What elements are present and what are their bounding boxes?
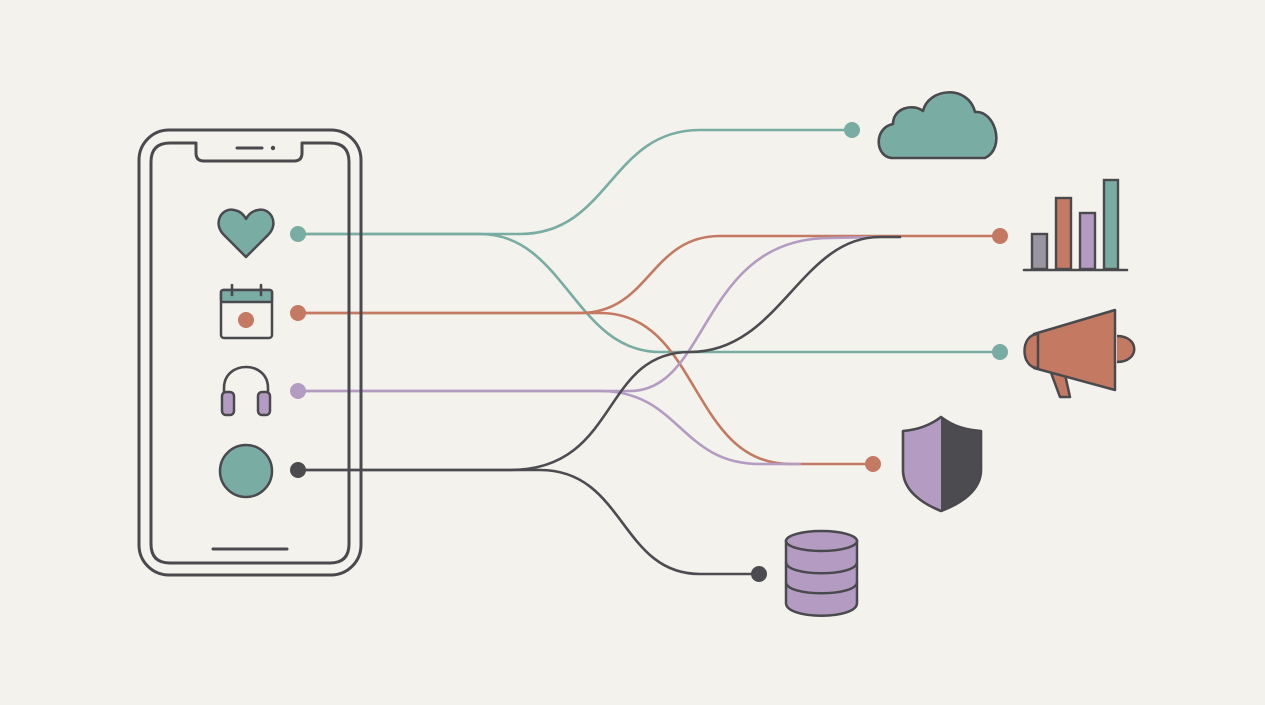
headphones-icon (220, 365, 272, 417)
line-headphones-to-shield (296, 389, 802, 466)
circle-icon (218, 443, 274, 499)
line-heart-to-megaphone (296, 232, 1002, 354)
dest-dot-chart (992, 228, 1008, 244)
source-dot-calendar (290, 305, 306, 321)
connection-lines (296, 128, 1002, 576)
shield-icon (901, 415, 983, 513)
bar-chart-icon (1022, 178, 1129, 272)
database-icon (784, 529, 859, 617)
destination-dots (751, 122, 1008, 582)
line-headphones-to-chart (296, 235, 882, 393)
dest-dot-shield (865, 456, 881, 472)
line-circle-to-chart (296, 235, 902, 472)
dest-dot-database (751, 566, 767, 582)
line-calendar-to-shield (296, 311, 875, 466)
cloud-icon (877, 91, 998, 160)
line-heart-to-cloud (296, 128, 854, 236)
calendar-icon (219, 283, 274, 340)
line-calendar-to-chart (296, 234, 1002, 315)
phone-camera (270, 145, 276, 151)
heart-icon (217, 208, 275, 259)
source-dot-heart (290, 226, 306, 242)
phone-inner-screen (149, 141, 351, 565)
line-circle-to-database (296, 468, 761, 576)
phone-outer-frame (137, 128, 363, 577)
dest-dot-megaphone (992, 344, 1008, 360)
source-dot-headphones (290, 383, 306, 399)
phone (137, 128, 363, 577)
source-dot-circle (290, 462, 306, 478)
megaphone-icon (1023, 308, 1136, 399)
dest-dot-cloud (844, 122, 860, 138)
